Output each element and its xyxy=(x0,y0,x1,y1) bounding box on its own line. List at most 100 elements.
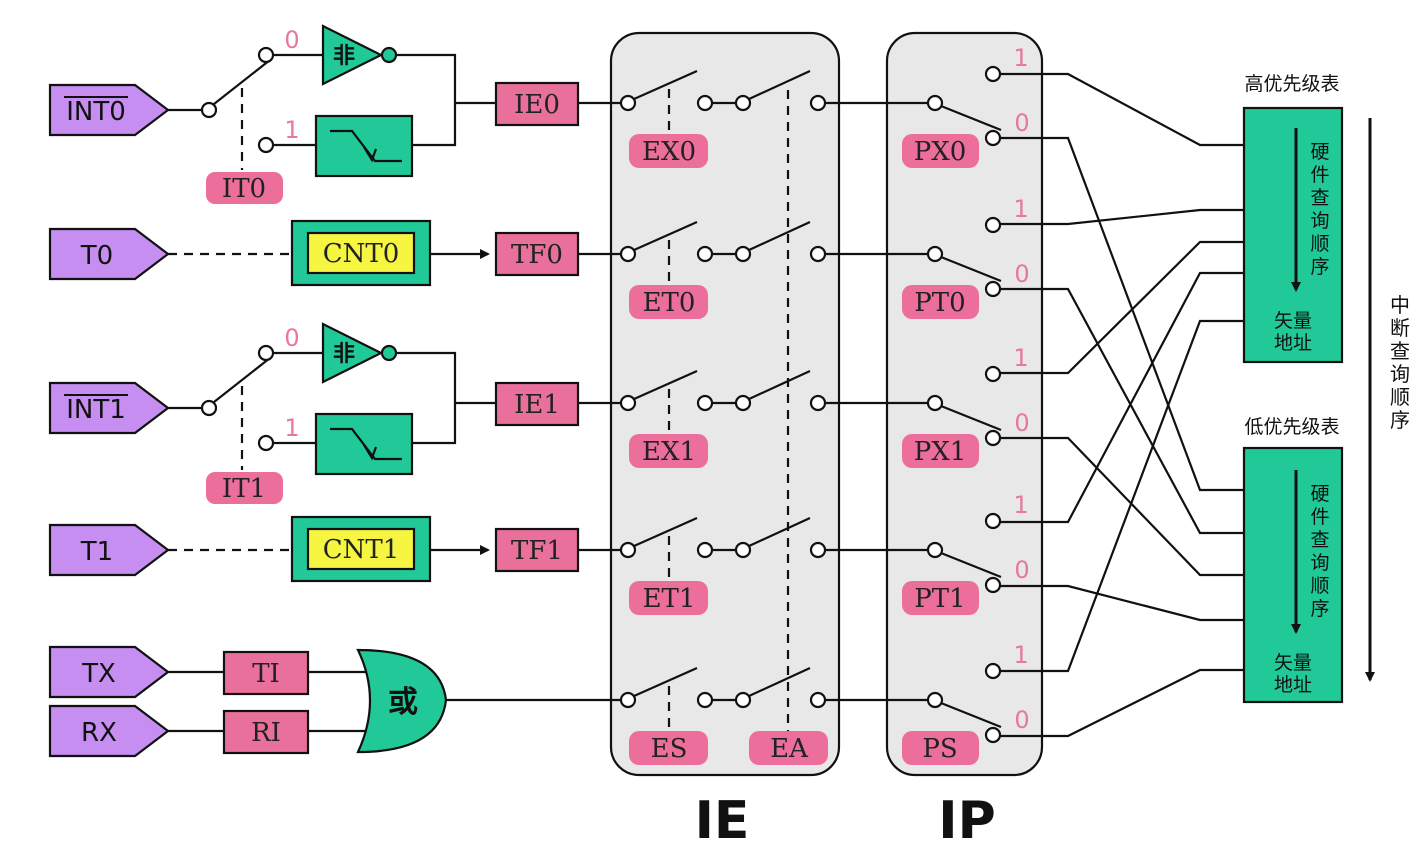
high-priority-title: 高优先级表 xyxy=(1244,73,1339,95)
vertical-char: 查 xyxy=(1310,187,1329,209)
ip-select-1-label: 1 xyxy=(1013,641,1028,669)
vertical-char: 序 xyxy=(1310,598,1329,620)
tf0-label: TF0 xyxy=(511,240,563,270)
not-gate-int1-label: 非 xyxy=(333,342,355,367)
source-flag-tf1: TF1 xyxy=(494,527,580,573)
ie-bit-label: EX0 xyxy=(642,137,696,167)
vertical-char: 顺 xyxy=(1310,575,1329,597)
ie-row-et0: ET0 xyxy=(619,220,928,319)
ie-row-et1: ET1 xyxy=(619,516,928,615)
input-rx-label: RX xyxy=(81,718,117,748)
int1-select-0-label: 0 xyxy=(284,324,299,352)
ip-select-1-label: 1 xyxy=(1013,195,1028,223)
ip-select-0-label: 0 xyxy=(1014,260,1029,288)
vertical-char: 序 xyxy=(1390,408,1410,432)
ie-bit-label: ET0 xyxy=(643,288,696,318)
ip-select-0-label: 0 xyxy=(1014,109,1029,137)
int0-select-1-label: 1 xyxy=(284,116,299,144)
input-t0-label: T0 xyxy=(80,241,113,271)
ie-register-title: IE xyxy=(695,791,750,849)
vertical-char: 断 xyxy=(1390,316,1410,340)
it1-bit: IT1 xyxy=(206,472,283,504)
vertical-char: 序 xyxy=(1310,256,1329,278)
int1-select-1-label: 1 xyxy=(284,414,299,442)
edge-trigger-int0 xyxy=(314,114,414,178)
input-int1: INT1 xyxy=(48,381,170,435)
input-rx: RX xyxy=(48,704,170,758)
input-tx-label: TX xyxy=(81,659,116,689)
vertical-char: 件 xyxy=(1310,506,1329,528)
cnt1-label: CNT1 xyxy=(323,535,400,565)
tf1-label: TF1 xyxy=(511,536,563,566)
ie-row-ex0: EX0 xyxy=(619,69,928,168)
ip-select-1-label: 1 xyxy=(1013,491,1028,519)
low-vector-line2: 地址 xyxy=(1274,674,1312,696)
ie-bit-label: ET1 xyxy=(643,584,696,614)
input-t0: T0 xyxy=(48,227,170,281)
ip-bit-label: PX0 xyxy=(914,137,967,167)
it0-bit: IT0 xyxy=(206,172,283,204)
ie-row-es: ES xyxy=(619,666,928,765)
ie1-label: IE1 xyxy=(514,390,560,420)
ip-bit-pt1: PT1 xyxy=(902,581,979,615)
high-vector-line2: 地址 xyxy=(1274,332,1312,354)
ie-bit-et1: ET1 xyxy=(629,581,708,615)
high-vector-line1: 矢量 xyxy=(1274,310,1312,332)
ie0-label: IE0 xyxy=(514,90,560,120)
edge-trigger-int1 xyxy=(314,412,414,476)
ri-box xyxy=(222,709,310,755)
ea-label: EA xyxy=(770,734,809,764)
t1-counter-section: CNT1 xyxy=(168,515,490,583)
ip-bit-px1: PX1 xyxy=(902,434,979,468)
vertical-char: 查 xyxy=(1310,529,1329,551)
int0-select-0-label: 0 xyxy=(284,26,299,54)
low-priority-title: 低优先级表 xyxy=(1244,416,1339,438)
t0-counter-section: CNT0 xyxy=(168,219,490,287)
priority-routing-lines xyxy=(1000,72,1244,738)
vertical-char: 顺 xyxy=(1310,233,1329,255)
source-flag-ie1: IE1 xyxy=(494,381,580,427)
vertical-char: 中 xyxy=(1390,293,1410,317)
ip-bit-label: PT0 xyxy=(914,288,965,318)
ie-bit-ex0: EX0 xyxy=(629,134,708,168)
ie-bit-label: ES xyxy=(651,734,688,764)
input-t1-label: T1 xyxy=(80,537,113,567)
not-gate-int1: 非 xyxy=(321,322,398,384)
ip-select-0-label: 0 xyxy=(1014,706,1029,734)
input-int0: INT0 xyxy=(48,83,170,137)
vertical-char: 件 xyxy=(1310,164,1329,186)
ie-bit-et0: ET0 xyxy=(629,285,708,319)
ip-row-ps: 1 0PS xyxy=(902,641,1030,765)
low-vector-line1: 矢量 xyxy=(1274,652,1312,674)
or-gate-label: 或 xyxy=(388,685,418,720)
ip-bit-label: PS xyxy=(922,734,957,764)
int1-trigger-section: 0 1 非 IT1 xyxy=(168,322,496,504)
ie-row-ex1: EX1 xyxy=(619,369,928,468)
not-gate-int0-label: 非 xyxy=(333,44,355,69)
input-int0-label: INT0 xyxy=(66,97,126,127)
vertical-char: 询 xyxy=(1310,210,1329,232)
ip-bit-px0: PX0 xyxy=(902,134,979,168)
ip-select-1-label: 1 xyxy=(1013,44,1028,72)
source-flag-ie0: IE0 xyxy=(494,81,580,127)
ip-bit-label: PX1 xyxy=(914,437,967,467)
ie-bit-es: ES xyxy=(629,731,708,765)
input-tx: TX xyxy=(48,645,170,699)
cnt0-label: CNT0 xyxy=(323,239,400,269)
vertical-char: 询 xyxy=(1310,552,1329,574)
vertical-char: 顺 xyxy=(1390,385,1410,409)
ip-bit-ps: PS xyxy=(902,731,979,765)
not-gate-int0: 非 xyxy=(321,24,398,86)
